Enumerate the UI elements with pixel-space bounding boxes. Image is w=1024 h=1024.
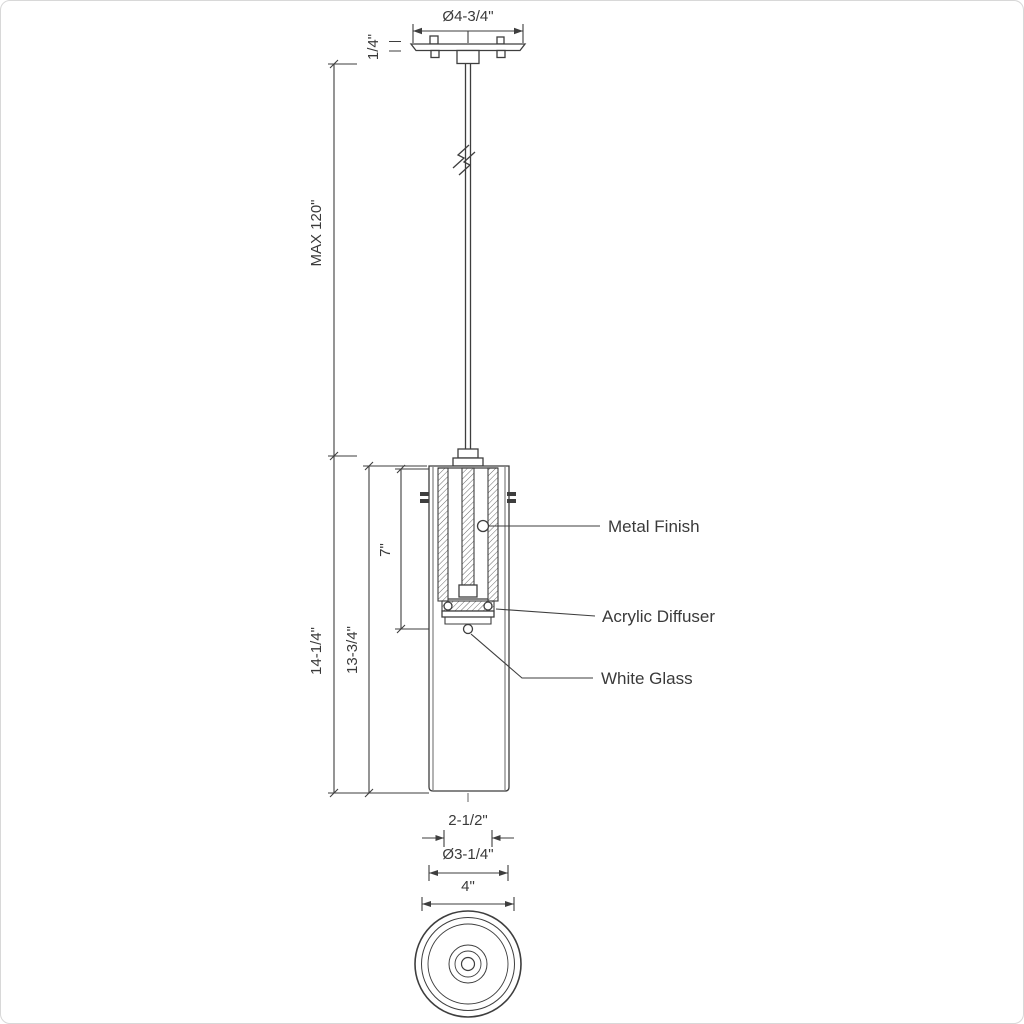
glass-height-label: 13-3/4" <box>344 626 361 674</box>
bottom-view-inner-ring <box>454 950 482 978</box>
stem-coupler-nut <box>452 457 484 467</box>
canopy-clip-right <box>496 49 506 59</box>
mounting-screw-left <box>429 35 439 45</box>
diffuser-assembly <box>441 600 495 635</box>
overall-height-dimension: 14-1/4" <box>308 455 429 798</box>
set-screw-right <box>507 499 516 503</box>
white-glass-leader <box>470 633 593 679</box>
opening-diameter-dimension: 2-1/2" <box>422 812 514 847</box>
bottom-view-center-hole <box>460 956 476 972</box>
canopy-diameter-dimension: Ø4-3/4" <box>412 8 524 43</box>
diffuser-diameter-dimension: Ø3-1/4" <box>428 846 509 881</box>
canopy-diameter-label: Ø4-3/4" <box>442 8 493 25</box>
set-screw-right <box>507 492 516 496</box>
metal-cylinder-right-wall <box>487 467 499 602</box>
set-screw-left <box>420 492 429 496</box>
threaded-rod <box>461 467 475 586</box>
diffuser-diameter-label: Ø3-1/4" <box>442 846 493 863</box>
bottom-center-detail <box>462 623 474 635</box>
metal-finish-pointer <box>476 519 490 533</box>
suspension-length-dimension: MAX 120" <box>308 59 357 461</box>
bottom-view-ring <box>421 917 515 1011</box>
bottom-view-ring <box>427 923 509 1005</box>
body-diameter-label: 4" <box>461 878 475 895</box>
acrylic-diffuser-label: Acrylic Diffuser <box>602 607 715 626</box>
body-diameter-dimension: 4" <box>421 878 515 911</box>
metal-cylinder-left-wall <box>437 467 449 602</box>
opening-diameter-label: 2-1/2" <box>448 812 488 829</box>
break-symbol <box>458 151 476 176</box>
metal-height-label: 7" <box>377 543 394 557</box>
callouts: Metal Finish Acrylic Diffuser White Glas… <box>470 517 715 688</box>
diffuser-screw-left <box>443 601 453 611</box>
overall-height-label: 14-1/4" <box>308 627 325 675</box>
diffuser-ring <box>441 610 495 618</box>
break-symbol <box>452 144 470 169</box>
set-screw-left <box>420 499 429 503</box>
max-suspension-label: MAX 120" <box>308 199 325 266</box>
white-glass-label: White Glass <box>601 669 693 688</box>
bottom-view <box>414 910 522 1018</box>
stem-coupler <box>457 448 479 459</box>
canopy-plate <box>409 43 527 52</box>
mounting-screw-right <box>496 36 505 45</box>
suspension-stem <box>452 63 476 451</box>
diffuser-screw-right <box>483 601 493 611</box>
canopy-hub <box>456 49 480 65</box>
canopy-height-label: 1/4" <box>365 34 382 60</box>
bottom-view-inner-ring <box>448 944 488 984</box>
canopy-height-dimension: 1/4" <box>365 34 401 60</box>
metal-finish-label: Metal Finish <box>608 517 700 536</box>
ceiling-canopy <box>409 35 527 65</box>
metal-height-dimension: 7" <box>377 464 439 634</box>
lamp-socket <box>458 584 478 598</box>
glass-height-dimension: 13-3/4" <box>344 461 427 798</box>
canopy-clip-left <box>430 49 440 59</box>
